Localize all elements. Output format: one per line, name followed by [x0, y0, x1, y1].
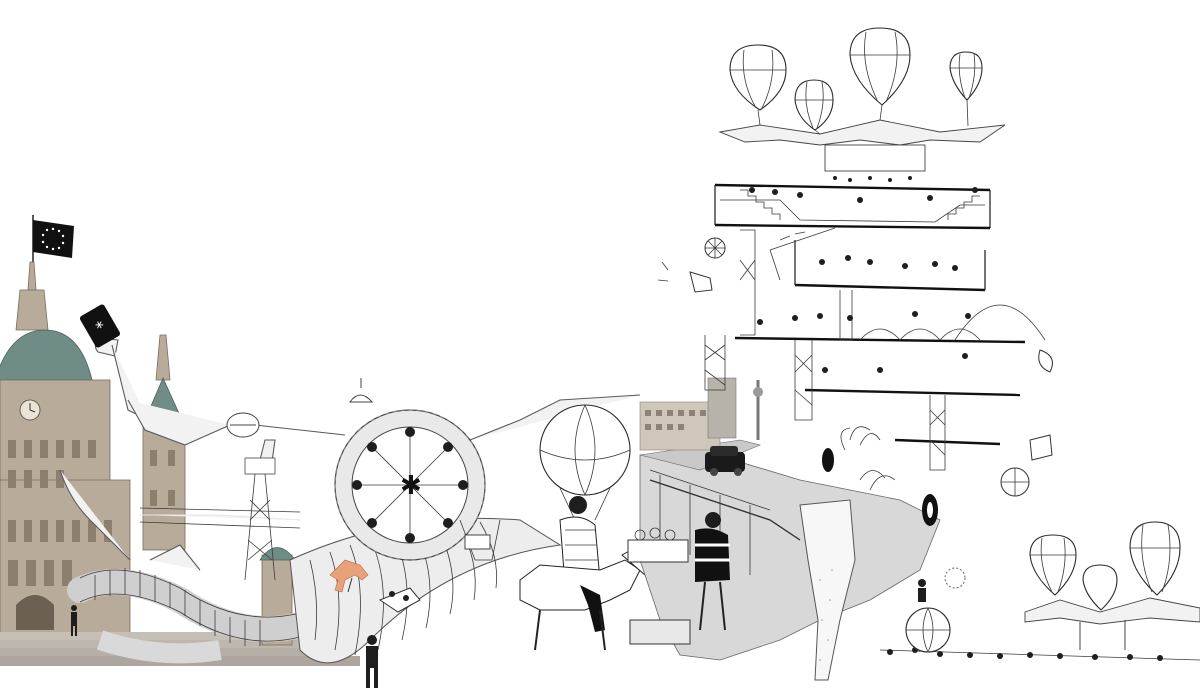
eu-flag-icon	[33, 220, 74, 258]
crane-icon	[769, 227, 836, 281]
hot-air-balloon-icon	[729, 44, 787, 111]
disco-ball-icon	[704, 237, 726, 259]
svg-text:✱: ✱	[400, 471, 422, 501]
rocking-horse-icon	[329, 559, 369, 593]
central-balloon	[539, 404, 631, 521]
smartphone-icon: *	[79, 304, 121, 348]
car-icon	[705, 446, 745, 476]
megaphone-icon	[657, 261, 713, 293]
ferris-wheel-icon: ✱	[334, 378, 501, 561]
balloon-platform-top	[718, 27, 1006, 182]
foreground-figures	[366, 426, 896, 688]
road-ramp	[627, 377, 941, 681]
tower-structure	[657, 183, 1053, 497]
small-balloon-figure	[905, 567, 966, 653]
scaffold-tower	[244, 457, 276, 581]
person-figure	[71, 605, 77, 636]
giant-hand-with-phone: *	[79, 304, 149, 421]
